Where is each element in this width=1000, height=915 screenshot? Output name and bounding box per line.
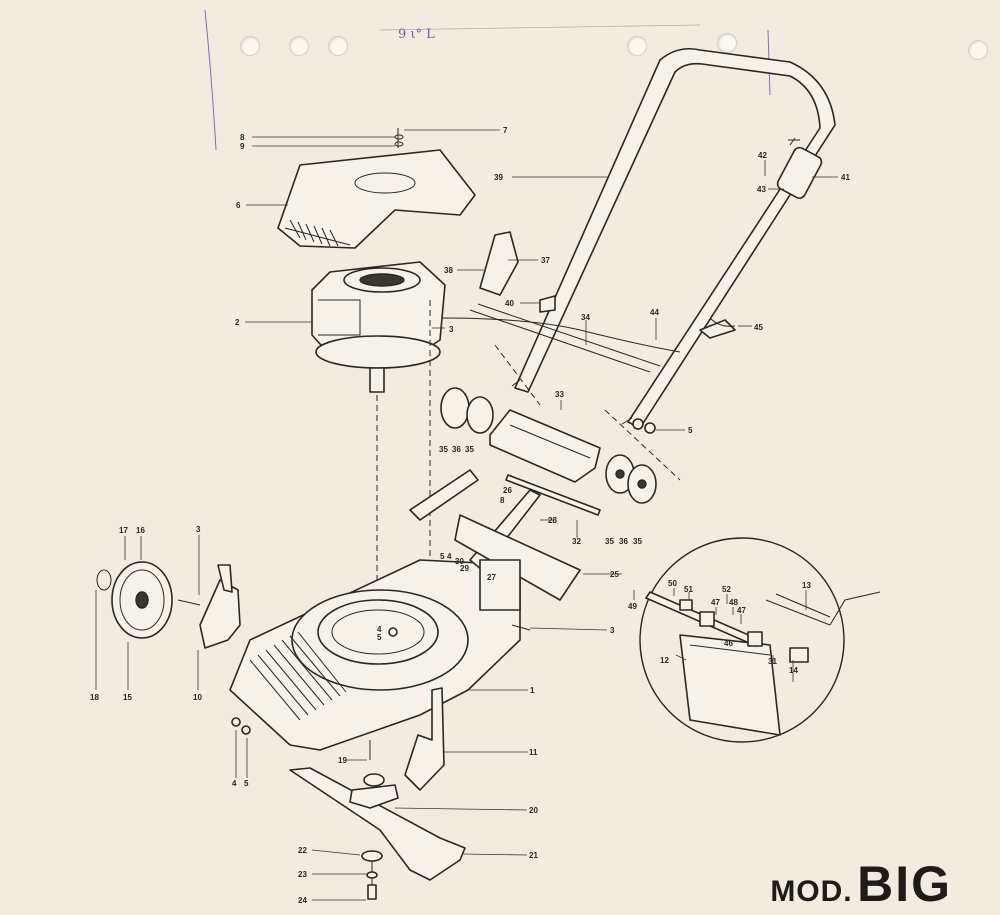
part-label: 39 <box>494 173 503 182</box>
binder-hole <box>968 40 988 60</box>
part-label: 44 <box>650 308 659 317</box>
part-label: 34 <box>581 313 590 322</box>
rear-wheel-hub-parts <box>440 387 657 504</box>
part-label: 23 <box>298 870 307 879</box>
model-name: BIG <box>857 856 952 912</box>
part-label: 18 <box>90 693 99 702</box>
part-label: 35 <box>465 445 474 454</box>
part-label: 52 <box>722 585 731 594</box>
rear-flap-part <box>489 409 601 483</box>
part-label: 36 <box>619 537 628 546</box>
part-label: 14 <box>789 666 798 675</box>
part-label: 51 <box>684 585 693 594</box>
part-label: 4 <box>377 625 382 634</box>
part-label: 42 <box>758 151 767 160</box>
part-label: 29 <box>460 564 469 573</box>
part-label: 32 <box>572 537 581 546</box>
part-label: 48 <box>729 598 738 607</box>
binder-hole <box>240 36 260 56</box>
part-label: 41 <box>841 173 850 182</box>
part-label: 40 <box>505 299 514 308</box>
part-label: 16 <box>136 526 145 535</box>
part-label: 12 <box>660 656 669 665</box>
mower-deck-part <box>229 469 581 751</box>
part-label: 10 <box>193 693 202 702</box>
part-label: 47 <box>711 598 720 607</box>
part-label: 26 <box>503 486 512 495</box>
part-label: 8 <box>240 133 245 142</box>
height-adjuster-rear <box>404 687 445 791</box>
part-label: 35 <box>633 537 642 546</box>
part-label: 3 <box>610 626 615 635</box>
part-label: 47 <box>737 606 746 615</box>
part-label: 5 <box>377 633 382 642</box>
part-label: 9 <box>240 142 245 151</box>
part-label: 43 <box>757 185 766 194</box>
part-label: 5 <box>440 552 445 561</box>
detail-inset <box>639 537 881 743</box>
part-label: 37 <box>541 256 550 265</box>
handwritten-note: 9 ι° L <box>398 27 435 42</box>
binder-hole <box>328 36 348 56</box>
part-label: 13 <box>802 581 811 590</box>
front-wheel-part <box>96 561 201 639</box>
part-label: 33 <box>555 390 564 399</box>
axle-part <box>505 474 601 516</box>
engine-cover-part <box>277 128 476 249</box>
part-label: 1 <box>530 686 535 695</box>
model-prefix: MOD. <box>770 875 853 908</box>
part-label: 21 <box>529 851 538 860</box>
binder-hole <box>289 36 309 56</box>
part-label: 24 <box>298 896 307 905</box>
part-label: 4 <box>232 779 237 788</box>
part-label: 17 <box>119 526 128 535</box>
part-label: 27 <box>487 573 496 582</box>
part-label: 3 <box>196 525 201 534</box>
height-adjuster-front <box>199 579 241 649</box>
binder-hole <box>627 36 647 56</box>
model-title: MOD. BIG <box>770 855 952 913</box>
part-label: 25 <box>610 570 619 579</box>
part-label: 3 <box>449 325 454 334</box>
part-label: 5 <box>244 779 249 788</box>
part-label: 35 <box>605 537 614 546</box>
part-label: 22 <box>298 846 307 855</box>
part-label: 4 <box>447 552 452 561</box>
part-label: 38 <box>444 266 453 275</box>
starter-handle-part <box>479 231 519 296</box>
part-label: 15 <box>123 693 132 702</box>
part-label: 11 <box>529 748 538 757</box>
part-label: 45 <box>754 323 763 332</box>
part-label: 5 <box>688 426 693 435</box>
blade-adapter-part <box>349 784 399 809</box>
part-label: 35 <box>439 445 448 454</box>
part-label: 28 <box>548 516 557 525</box>
throttle-cable <box>439 317 681 353</box>
part-label: 6 <box>236 201 241 210</box>
part-label: 36 <box>452 445 461 454</box>
binder-hole <box>717 33 737 53</box>
part-label: 2 <box>235 318 240 327</box>
part-label: 46 <box>724 639 733 648</box>
part-number-labels: 8 9 7 6 2 3 39 37 38 40 34 44 45 41 42 4… <box>90 126 850 905</box>
part-label: 19 <box>338 756 347 765</box>
part-label: 8 <box>500 496 505 505</box>
part-label: 31 <box>768 657 777 666</box>
handle-part <box>511 47 836 429</box>
part-label: 20 <box>529 806 538 815</box>
engine-part <box>311 261 446 393</box>
part-label: 49 <box>628 602 637 611</box>
part-label: 7 <box>503 126 508 135</box>
leader-lines <box>95 129 838 901</box>
part-label: 30 <box>455 557 464 566</box>
part-label: 50 <box>668 579 677 588</box>
